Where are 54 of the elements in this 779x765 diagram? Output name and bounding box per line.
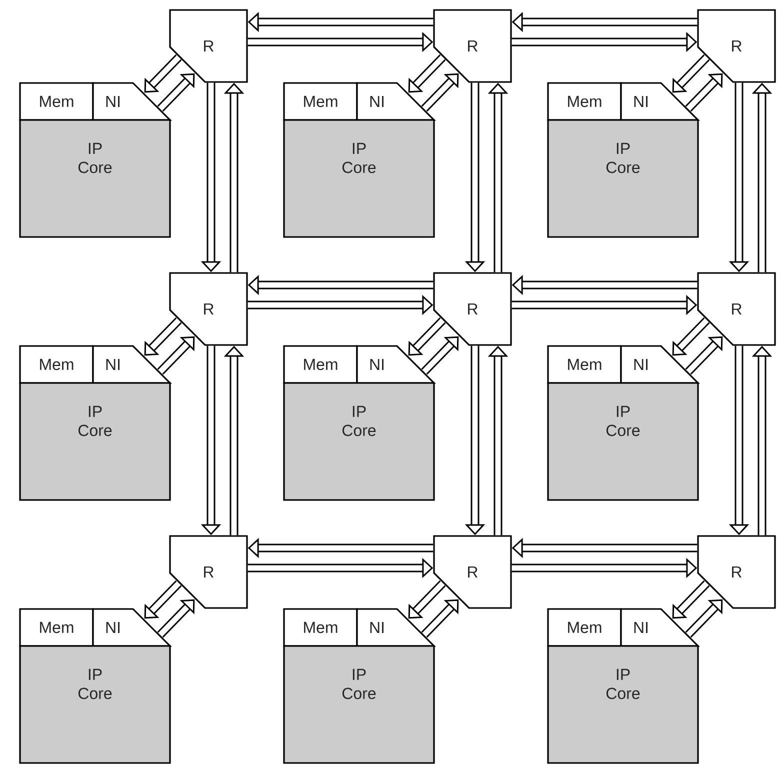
core-box: IP Core bbox=[19, 382, 171, 501]
memory-box: Mem bbox=[547, 345, 622, 384]
block-arrow bbox=[144, 580, 182, 619]
block-arrow bbox=[685, 73, 723, 112]
memory-box: Mem bbox=[283, 345, 358, 384]
block-arrow bbox=[421, 336, 459, 375]
interface-box: NI bbox=[620, 345, 700, 384]
block-arrow bbox=[421, 599, 459, 638]
memory-box: Mem bbox=[19, 82, 94, 121]
memory-box: Mem bbox=[19, 345, 94, 384]
block-arrow bbox=[408, 54, 446, 93]
router-box: R bbox=[169, 272, 248, 346]
interface-box: NI bbox=[356, 608, 436, 647]
block-arrow bbox=[672, 317, 710, 356]
block-arrow bbox=[408, 317, 446, 356]
interface-box: NI bbox=[92, 608, 172, 647]
core-box: IP Core bbox=[547, 119, 699, 238]
router-box: R bbox=[697, 9, 776, 83]
router-box: R bbox=[433, 272, 512, 346]
block-arrow bbox=[144, 54, 182, 93]
core-box: IP Core bbox=[547, 382, 699, 501]
block-arrow bbox=[144, 317, 182, 356]
memory-box: Mem bbox=[283, 82, 358, 121]
block-arrow bbox=[408, 580, 446, 619]
block-arrow bbox=[157, 599, 195, 638]
router-box: R bbox=[433, 9, 512, 83]
interface-box: NI bbox=[356, 345, 436, 384]
router-box: R bbox=[697, 535, 776, 609]
interface-box: NI bbox=[92, 82, 172, 121]
block-arrow bbox=[157, 336, 195, 375]
interface-box: NI bbox=[92, 345, 172, 384]
memory-box: Mem bbox=[283, 608, 358, 647]
interface-box: NI bbox=[356, 82, 436, 121]
core-box: IP Core bbox=[283, 645, 435, 764]
core-box: IP Core bbox=[19, 645, 171, 764]
router-box: R bbox=[169, 9, 248, 83]
memory-box: Mem bbox=[19, 608, 94, 647]
router-box: R bbox=[433, 535, 512, 609]
block-arrow bbox=[157, 73, 195, 112]
interface-box: NI bbox=[620, 82, 700, 121]
core-box: IP Core bbox=[283, 382, 435, 501]
core-box: IP Core bbox=[283, 119, 435, 238]
interface-box: NI bbox=[620, 608, 700, 647]
block-arrow bbox=[685, 336, 723, 375]
memory-box: Mem bbox=[547, 82, 622, 121]
router-box: R bbox=[169, 535, 248, 609]
block-arrow bbox=[685, 599, 723, 638]
core-box: IP Core bbox=[547, 645, 699, 764]
router-box: R bbox=[697, 272, 776, 346]
memory-box: Mem bbox=[547, 608, 622, 647]
block-arrow bbox=[421, 73, 459, 112]
block-arrow bbox=[672, 54, 710, 93]
block-arrow bbox=[672, 580, 710, 619]
core-box: IP Core bbox=[19, 119, 171, 238]
